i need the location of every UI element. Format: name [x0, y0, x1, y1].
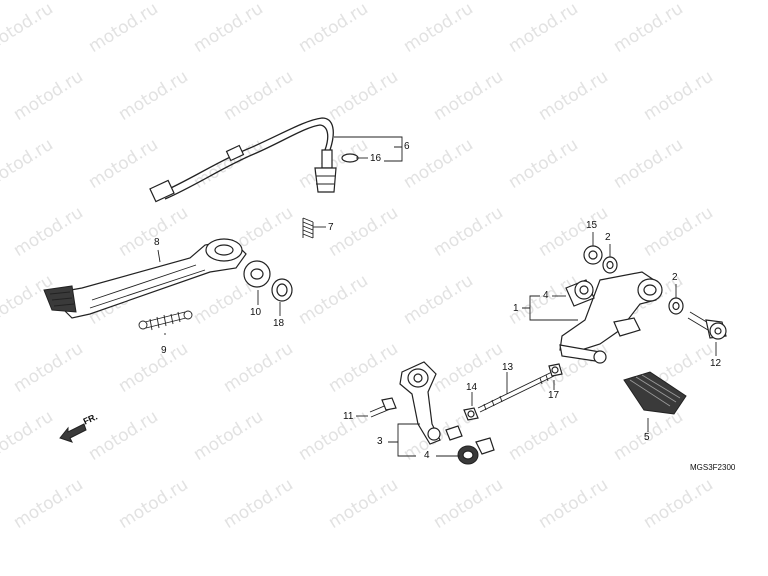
callout-14: 14 [466, 382, 478, 393]
callout-2-right: 2 [672, 272, 678, 283]
callout-11: 11 [343, 411, 354, 422]
callout-1: 1 [513, 303, 519, 314]
callout-4-upper: 4 [543, 290, 549, 301]
collar-part-4-upper [565, 279, 595, 307]
callout-7: 7 [328, 222, 334, 233]
callout-2-upper: 2 [605, 232, 611, 243]
callout-8: 8 [154, 237, 160, 248]
callout-5: 5 [644, 432, 650, 443]
callout-4-lower: 4 [424, 450, 430, 461]
nut-part-14 [463, 407, 479, 421]
shift-arm-part-3 [399, 361, 441, 445]
gearshift-arm-part-1 [559, 271, 663, 364]
pedal-rubber-part-5 [623, 371, 687, 415]
spring-part-7 [302, 217, 314, 239]
callout-13: 13 [502, 362, 514, 373]
washer-part-2-right [668, 297, 684, 315]
callout-16: 16 [370, 153, 382, 164]
switch-harness-part-6 [149, 117, 359, 203]
diagram-code: MGS3F2300 [690, 463, 736, 472]
callout-6: 6 [404, 141, 410, 152]
leader-lines [157, 136, 717, 457]
return-spring-part-9 [138, 310, 193, 331]
nut-part-17 [548, 363, 563, 377]
front-direction-arrow [59, 423, 87, 443]
washer-part-2-upper [602, 256, 618, 274]
callout-18: 18 [273, 318, 285, 329]
seal-part-15 [583, 245, 603, 265]
callout-9: 9 [161, 345, 167, 356]
bolt-part-11 [369, 397, 397, 418]
pivot-bolt-part-12 [687, 311, 727, 340]
callout-12: 12 [710, 358, 722, 369]
gearshift-pedal-part-8 [43, 238, 247, 319]
clip-part-18 [271, 278, 293, 302]
tie-rod-part-13 [477, 371, 555, 413]
joint-part-4-lower [445, 425, 495, 465]
washer-part-10 [243, 260, 271, 288]
callout-15: 15 [586, 220, 598, 231]
callout-3: 3 [377, 436, 383, 447]
callout-17: 17 [548, 390, 560, 401]
callout-10: 10 [250, 307, 262, 318]
